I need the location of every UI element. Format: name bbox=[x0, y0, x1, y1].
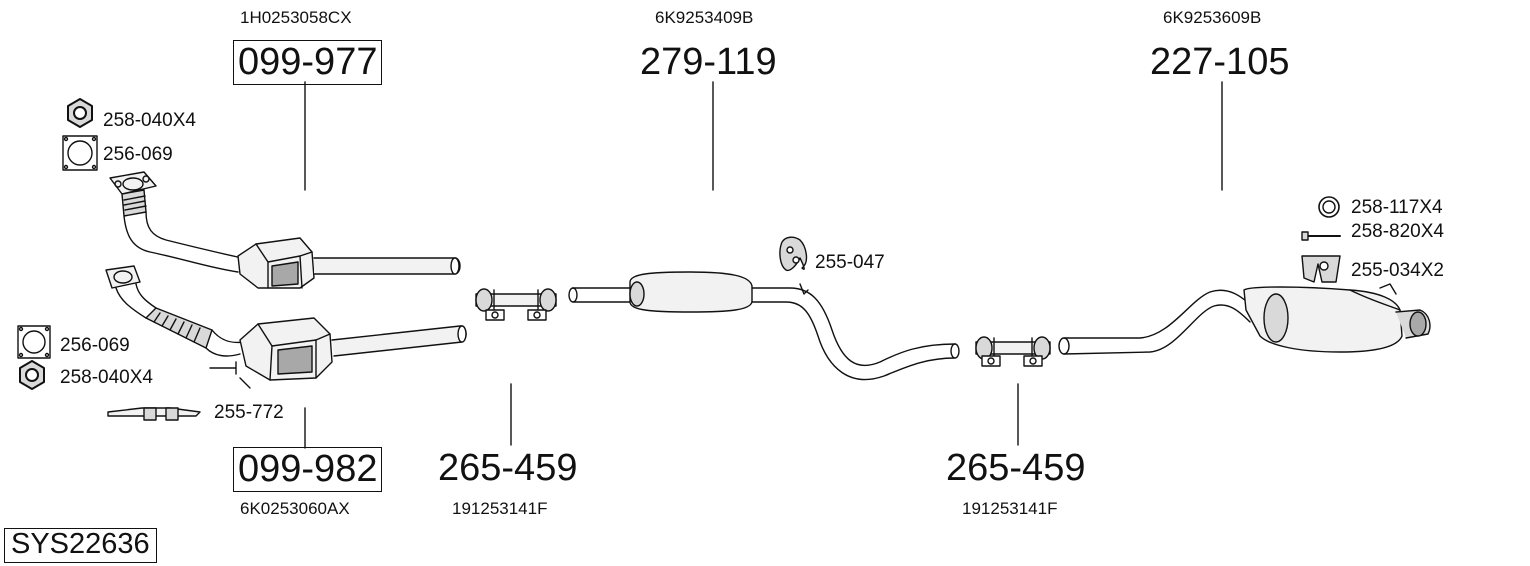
nut-icon-bottom bbox=[19, 360, 45, 390]
part-number-rear-silencer[interactable]: 227-105 bbox=[1150, 41, 1290, 83]
ring-icon-rear bbox=[1318, 196, 1340, 218]
accessory-label-bolt-rear[interactable]: 258-820X4 bbox=[1351, 221, 1444, 242]
accessory-label-hanger-mid[interactable]: 255-047 bbox=[815, 252, 885, 273]
part-number-clamp-right[interactable]: 265-459 bbox=[946, 447, 1086, 489]
middle-silencer bbox=[568, 271, 960, 381]
part-number-middle-silencer[interactable]: 279-119 bbox=[640, 41, 777, 83]
oem-number-middle-silencer: 6K9253409B bbox=[655, 8, 754, 27]
oem-number-clamp-left: 191253141F bbox=[452, 499, 548, 518]
nut-icon-top bbox=[67, 98, 93, 128]
part-number-clamp-left[interactable]: 265-459 bbox=[438, 447, 578, 489]
leader-lines bbox=[304, 81, 1223, 449]
accessory-label-bracket-bottom[interactable]: 255-772 bbox=[214, 402, 284, 423]
bolt-icon-rear bbox=[1301, 231, 1341, 241]
clamp-right bbox=[975, 336, 1051, 367]
catalytic-converter-lower bbox=[105, 265, 467, 389]
gasket-icon-bottom bbox=[17, 325, 51, 359]
gasket-icon-top bbox=[62, 135, 98, 171]
system-code-badge: SYS22636 bbox=[4, 528, 157, 563]
rubber-hanger-mid bbox=[779, 236, 808, 272]
oem-number-cat-upper: 1H0253058CX bbox=[240, 8, 352, 27]
oem-number-rear-silencer: 6K9253609B bbox=[1163, 8, 1262, 27]
oem-number-clamp-right: 191253141F bbox=[962, 499, 1058, 518]
accessory-label-nut-bottom[interactable]: 258-040X4 bbox=[60, 367, 153, 388]
part-number-cat-lower[interactable]: 099-982 bbox=[233, 447, 383, 492]
rear-silencer bbox=[1058, 283, 1431, 355]
catalytic-converter-upper bbox=[109, 171, 461, 289]
hanger-icon-rear bbox=[1301, 255, 1341, 283]
part-number-cat-upper[interactable]: 099-977 bbox=[233, 40, 383, 85]
accessory-label-ring-rear[interactable]: 258-117X4 bbox=[1351, 197, 1443, 218]
accessory-label-nut-top[interactable]: 258-040X4 bbox=[103, 110, 196, 131]
clamp-left bbox=[475, 288, 557, 321]
oem-number-cat-lower: 6K0253060AX bbox=[240, 499, 350, 518]
accessory-label-gasket-bottom[interactable]: 256-069 bbox=[60, 335, 130, 356]
accessory-label-hanger-rear[interactable]: 255-034X2 bbox=[1351, 260, 1444, 281]
accessory-label-gasket-top[interactable]: 256-069 bbox=[103, 144, 173, 165]
bracket-icon-bottom bbox=[107, 407, 201, 421]
